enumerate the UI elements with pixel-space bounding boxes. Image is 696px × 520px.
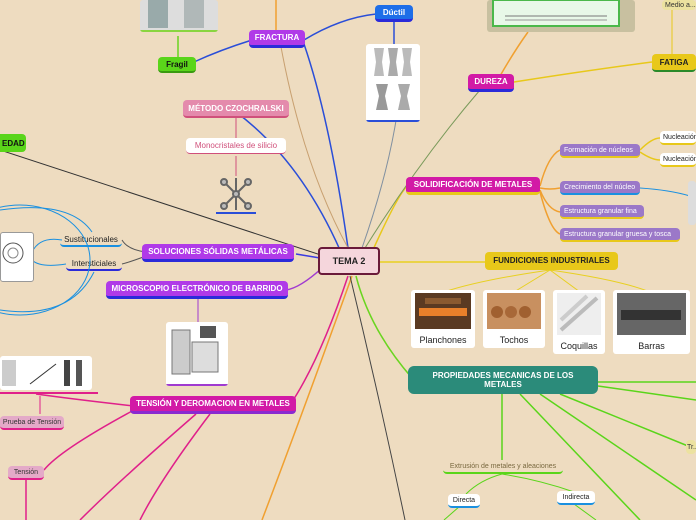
fundiciones-node[interactable]: FUNDICIONES INDUSTRIALES xyxy=(485,252,618,270)
product-tochos[interactable]: Tochos xyxy=(483,290,545,348)
fatiga-node[interactable]: FATIGA xyxy=(652,54,696,72)
product-label: Planchones xyxy=(419,335,467,345)
fragil-image xyxy=(140,0,218,32)
solid-solution-image xyxy=(0,232,34,282)
fragil-node[interactable]: Fragil xyxy=(158,57,196,73)
microscopio-image xyxy=(166,322,228,386)
dureza-image xyxy=(487,0,635,32)
edad-node[interactable]: EDAD xyxy=(0,134,26,152)
indirecta-node[interactable]: Indirecta xyxy=(557,491,595,505)
ductil-node[interactable]: Dúctil xyxy=(375,5,413,22)
estructura-fina-node[interactable]: Estructura granular fina xyxy=(560,205,644,219)
estructura-gruesa-node[interactable]: Estructura granular gruesa y tosca xyxy=(560,228,680,242)
crecimiento-nucleo-node[interactable]: Crecimiento del núcleo xyxy=(560,181,640,195)
fractura-node[interactable]: FRACTURA xyxy=(249,30,305,48)
tension-node[interactable]: Tensión xyxy=(8,466,44,480)
monocristales-node[interactable]: Monocristales de silicio xyxy=(186,138,286,154)
crystal-lattice-icon xyxy=(216,176,256,214)
nucleacion-1-node[interactable]: Nucleación... xyxy=(660,131,696,145)
product-planchones[interactable]: Planchones xyxy=(411,290,475,348)
directa-node[interactable]: Directa xyxy=(448,494,480,508)
product-barras[interactable]: Barras xyxy=(613,290,690,354)
grain-structure-image xyxy=(688,181,696,225)
formacion-nucleos-node[interactable]: Formación de núcleos xyxy=(560,144,640,158)
central-topic[interactable]: TEMA 2 xyxy=(318,247,380,275)
solid-solution-ellipse xyxy=(0,204,91,316)
intersticiales-node[interactable]: Intersticiales xyxy=(66,257,122,271)
tension-deformacion-node[interactable]: TENSIÓN Y DEROMACION EN METALES xyxy=(130,396,296,414)
ductil-image xyxy=(366,44,420,122)
extrusion-node[interactable]: Extrusión de metales y aleaciones xyxy=(443,460,563,474)
soluciones-node[interactable]: SOLUCIONES SÓLIDAS METÁLICAS xyxy=(142,244,294,262)
product-label: Tochos xyxy=(499,335,529,345)
prueba-tension-node[interactable]: Prueba de Tensión xyxy=(0,416,64,430)
dureza-node[interactable]: DUREZA xyxy=(468,74,514,92)
product-coquillas[interactable]: Coquillas xyxy=(553,290,605,354)
microscopio-node[interactable]: MICROSCOPIO ELECTRÓNICO DE BARRIDO xyxy=(106,281,288,299)
nucleacion-2-node[interactable]: Nucleación... xyxy=(660,153,696,167)
propiedades-node[interactable]: PROPIEDADES MECANICAS DE LOS METALES xyxy=(408,366,598,394)
medio-node[interactable]: Medio a... xyxy=(662,0,696,10)
tr-node[interactable]: Tr... xyxy=(686,440,696,454)
tension-image-underline xyxy=(0,392,98,394)
metodo-czochralski-node[interactable]: MÉTODO CZOCHRALSKI xyxy=(183,100,289,118)
tension-test-image xyxy=(0,356,92,390)
sustitucionales-node[interactable]: Sustitucionales xyxy=(60,233,122,247)
solidificacion-node[interactable]: SOLIDIFICACIÓN DE METALES xyxy=(406,177,540,195)
product-label: Barras xyxy=(638,341,665,351)
product-label: Coquillas xyxy=(560,341,598,351)
